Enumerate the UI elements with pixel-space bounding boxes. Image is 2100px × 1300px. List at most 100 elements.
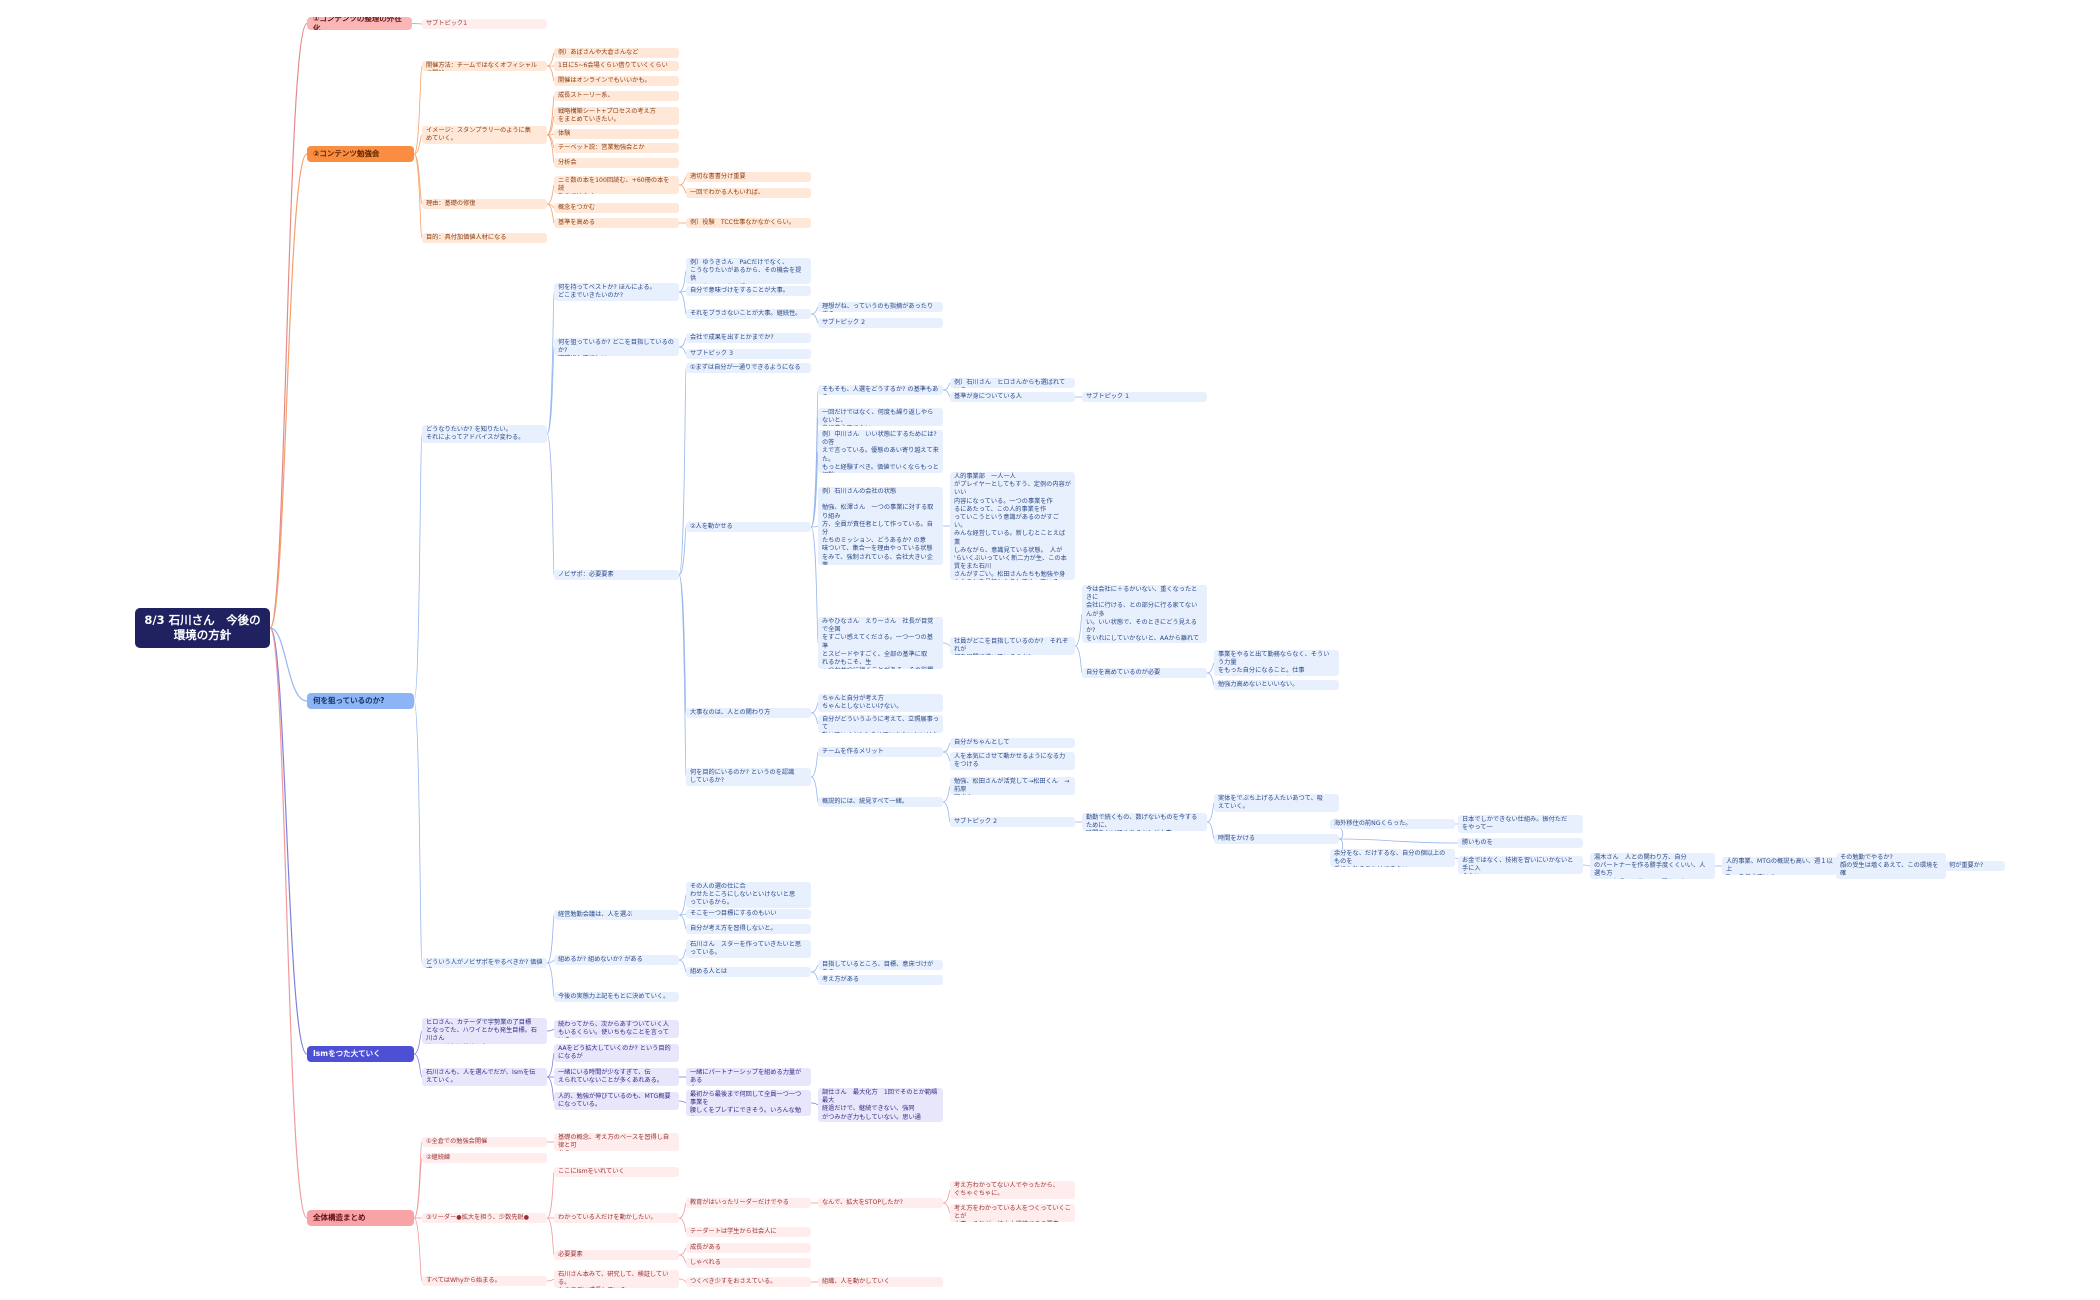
subtopic-node[interactable]: つくべき少すをおさえている。 (686, 1277, 811, 1287)
subtopic-node[interactable]: サブトピック 2 (818, 318, 943, 328)
subtopic-node[interactable]: 自分で意味づけをすることが大事。 (686, 286, 811, 296)
subtopic-node[interactable]: 大事なのは、人との関わり方 (686, 708, 811, 718)
subtopic-node[interactable]: ここにIsmをいれていく (554, 1167, 679, 1177)
subtopic-node[interactable]: 時間をかける (1214, 834, 1339, 844)
subtopic-node[interactable]: しゃべれる (686, 1258, 811, 1268)
subtopic-node[interactable]: 会社で成果を出すとかまでか? (686, 333, 811, 343)
subtopic-node[interactable]: 調仕さん 最大化方 1回でそのとか範疇最大 経過だけで、継続できない、強同 がつ… (818, 1088, 943, 1122)
subtopic-node[interactable]: その勉勤でやるか? 顔の受生は増くあえて、この環境を確 れていく。 (1836, 853, 1946, 879)
branch-topic[interactable]: ②コンテンツ勉強会 (307, 146, 414, 162)
subtopic-node[interactable]: 石川さんも、人を選んでだが、Ismを伝 えていく。 (422, 1068, 547, 1086)
subtopic-node[interactable]: 例）石川さんの会社の状態 勉強、松澤さん 一つの事業に対する取り組み 方、全員が… (818, 487, 943, 565)
subtopic-node[interactable]: 人的事業、MTGの概説も高い、週１以上 Tamを伝えていく。 (1722, 857, 1837, 875)
subtopic-node[interactable]: 石川さん スターを作っていきたいと思 っている。 (686, 940, 811, 958)
subtopic-node[interactable]: ②人を動かせる (686, 522, 811, 532)
subtopic-node[interactable]: 何が重要か? (1945, 861, 2005, 871)
subtopic-node[interactable]: 考え方をわかっている人をつくっていくことが 大事。それが、拡大本質獲できる要素。 (950, 1204, 1075, 1222)
subtopic-node[interactable]: 体験 (554, 129, 679, 139)
subtopic-node[interactable]: その人の選の仕に合 わせたところにしないといけないと思 っているから。 (686, 882, 811, 908)
subtopic-node[interactable]: 開催方法：チームではなくオフィシャルで開催 (422, 61, 547, 71)
subtopic-node[interactable]: 何を目的にいるのか? というのを認識 しているか? (686, 768, 811, 786)
subtopic-node[interactable]: テーダートは学生から社会人に (686, 1227, 811, 1237)
subtopic-node[interactable]: 自分が考え方を習得しないと。 (686, 924, 811, 934)
subtopic-node[interactable]: 社員がどこを目指しているのか? それぞれが 何を展開に描いているのか? (950, 637, 1075, 655)
branch-topic[interactable]: Ismをつた大ていく (307, 1046, 414, 1062)
subtopic-node[interactable]: チームを作るメリット (818, 747, 943, 757)
subtopic-node[interactable]: 適切な書書分け重要 (686, 172, 811, 182)
subtopic-node[interactable]: 人的、勉強が伸びているのも、MTG概要 になっている。 (554, 1092, 679, 1110)
subtopic-node[interactable]: ニミ数の本を100回読む、+60冊の本を読 むのではなく (554, 176, 679, 194)
subtopic-node[interactable]: 石川さん本みて、研究して、検証している。 ものすごい成長している。 (554, 1270, 679, 1288)
subtopic-node[interactable]: 概念をつかむ (554, 203, 679, 213)
subtopic-node[interactable]: 概説的には、統見すべて一緒。 (818, 797, 943, 807)
subtopic-node[interactable]: 組織、人を動かしていく (818, 1277, 943, 1287)
subtopic-node[interactable]: どういう人がノビザポをやるべきか? 価値式 (422, 958, 547, 968)
subtopic-node[interactable]: 目的：具付加価値人材になる (422, 233, 547, 243)
subtopic-node[interactable]: 実体をでぶち上げる人たいあつて、吸 えていく。 (1214, 794, 1339, 812)
branch-topic[interactable]: 全体構造まとめ (307, 1210, 414, 1226)
subtopic-node[interactable]: みやひなさん えりーさん 社長が目覚で全国 をすごい感えてくださる。一つ一つの基… (818, 617, 943, 669)
subtopic-node[interactable]: 開催はオンラインでもいいかも。 (554, 76, 679, 86)
subtopic-node[interactable]: 人を本気にさせて動かせるようになる力 をつける (950, 752, 1075, 770)
subtopic-node[interactable]: ヒロさん、カテーダで宇勢業の了目標 となってた、ハワイとかも発生目標。石川さん … (422, 1018, 547, 1044)
subtopic-node[interactable]: 例）あばさんや大倉さんなど (554, 48, 679, 58)
subtopic-node[interactable]: 今後の実態力上記をもとに決めていく。 (554, 992, 679, 1002)
subtopic-node[interactable]: 理想がね、っていうのも指摘があったりする。 (818, 302, 943, 312)
subtopic-node[interactable]: 理由：基礎の修復 (422, 199, 547, 209)
subtopic-node[interactable]: 戦略構築シート+プロセスの考え方 をまとめていきたい。 (554, 107, 679, 125)
subtopic-node[interactable]: 1日に5~6会場くらい借りていくくらい (554, 61, 679, 71)
subtopic-node[interactable]: ①全倉での勉強会開催 (422, 1137, 547, 1147)
subtopic-node[interactable]: 今は会社に＋るかいない、重くなったときに 会社に行ける、との部分に行る家てないん… (1082, 585, 1207, 643)
subtopic-node[interactable]: 基準が身についている人 (950, 392, 1075, 402)
subtopic-node[interactable]: 余分をな、だけするな、自分の個以上のものを 手に入れることはできない。 (1330, 849, 1455, 867)
subtopic-node[interactable]: 基礎の概念、考え方のベースを習得し自律と可 から。 (554, 1133, 679, 1151)
subtopic-node[interactable]: サブトピック 3 (686, 349, 811, 359)
subtopic-node[interactable]: 続わってから、次からあすついていく人 もいるくらい。使いちもなことを言っている。 (554, 1020, 679, 1038)
subtopic-node[interactable]: 考え方がある (818, 975, 943, 985)
subtopic-node[interactable]: 人的事業部 一人一人 がプレイヤーとしてもすう、定例の内容がいい 内容になってい… (950, 472, 1075, 580)
subtopic-node[interactable]: ③リーダー●拡大を担う、少数先鋭● (422, 1213, 547, 1223)
subtopic-node[interactable]: 何を持ってベストか? ほんによる。 どこまでいきたいのか? (554, 283, 679, 301)
branch-topic[interactable]: 何を狙っているのか? (307, 693, 414, 709)
subtopic-node[interactable]: 目指しているところ、目標、意床づけがある (818, 960, 943, 970)
subtopic-node[interactable]: 勉強、松田さんが活覚して→松田くん →前原 家さん (950, 777, 1075, 795)
subtopic-node[interactable]: ちゃんと自分が考え方 ちゃんとしないといけない。 (818, 694, 943, 712)
subtopic-node[interactable]: イメージ：スタンプラリーのように集 めていく。 (422, 126, 547, 144)
subtopic-node[interactable]: 勉強力高めないといいない。 (1214, 680, 1339, 690)
subtopic-node[interactable]: 例）石川さん ヒロさんからも選ばれている。 (950, 378, 1075, 388)
subtopic-node[interactable]: 例）中川さん いい状態にするためには? の答 えで言っている。優態のあい寄り越え… (818, 430, 943, 473)
subtopic-node[interactable]: 分析会 (554, 158, 679, 168)
subtopic-node[interactable]: 必要要素 (554, 1250, 679, 1260)
subtopic-node[interactable]: 例）役験 TCC仕事なかなかくらい。 (686, 218, 811, 228)
subtopic-node[interactable]: 一回でわかる人もいれば、 (686, 188, 811, 198)
subtopic-node[interactable]: 組めるか? 組めないか? がある (554, 955, 679, 965)
subtopic-node[interactable]: サブトピック1 (422, 19, 547, 29)
subtopic-node[interactable]: それをブラさないことが大事。継続性。 (686, 309, 811, 319)
subtopic-node[interactable]: ①まずは自分が一通りできるようになる (686, 363, 811, 373)
subtopic-node[interactable]: お金ではなく、技術を習いにいかないと手に入 らない (1458, 856, 1583, 874)
subtopic-node[interactable]: 例）ゆうきさん PaCだけでなく、 こうなりたいがあるから、その機会を提供 しよ… (686, 258, 811, 284)
subtopic-node[interactable]: なんで、拡大をSTOPしたか? (818, 1198, 943, 1208)
root-topic[interactable]: 8/3 石川さん 今後の 環境の方針 (135, 608, 270, 648)
subtopic-node[interactable]: そもそも、人選をどうするか? の基準もある (818, 385, 943, 395)
subtopic-node[interactable]: 勝いものを (1458, 838, 1583, 848)
subtopic-node[interactable]: 自分がちゃんとして (950, 738, 1075, 748)
subtopic-node[interactable]: 基準を高める (554, 218, 679, 228)
subtopic-node[interactable]: 教育がはいったリーダーだけでやる (686, 1198, 811, 1208)
branch-topic[interactable]: ①コンテンツの整理の外在化 (307, 17, 412, 30)
subtopic-node[interactable]: ノビザポ：必要要素 (554, 570, 679, 580)
subtopic-node[interactable]: 最初から最後まで何回して全員一つ一つ事業を 腰しくをプレずにできそう。いろんな勉… (686, 1090, 811, 1116)
subtopic-node[interactable]: 成長がある (686, 1243, 811, 1253)
subtopic-node[interactable]: わかっている人だけを動かしたい。 (554, 1213, 679, 1223)
subtopic-node[interactable]: すべてはWhyから始まる。 (422, 1276, 547, 1286)
subtopic-node[interactable]: 成長ストーリー系、 (554, 91, 679, 101)
subtopic-node[interactable]: 一緒にいる時間が少なすぎて、伝 えられていないことが多くあれある。 (554, 1068, 679, 1086)
subtopic-node[interactable]: テーベット説：営業勉強会とか (554, 143, 679, 153)
subtopic-node[interactable]: 事業をやると出て勤務ならなく、そういう力量 をもった自分になること。仕事 もアク… (1214, 650, 1339, 676)
subtopic-node[interactable]: サブトピック 1 (1082, 392, 1207, 402)
subtopic-node[interactable]: AAをどう拡大していくのか? という目的 になるが (554, 1044, 679, 1062)
subtopic-node[interactable]: 勤勤で続くもの、数げないものを今するために、 時間をかけてやれるか? が大事 (1082, 813, 1207, 831)
subtopic-node[interactable]: 湯木さん 人との関わり方、自分 のパートナーを作る勝手度くくいい、人選ち方 れて… (1590, 853, 1715, 879)
subtopic-node[interactable]: 自分がどういうふうに考えて、立照展事って 動いていくか? も含めていかないといけ… (818, 715, 943, 733)
subtopic-node[interactable]: 日本でしかできない仕組み。振付ただ をやって一 (1458, 815, 1583, 833)
